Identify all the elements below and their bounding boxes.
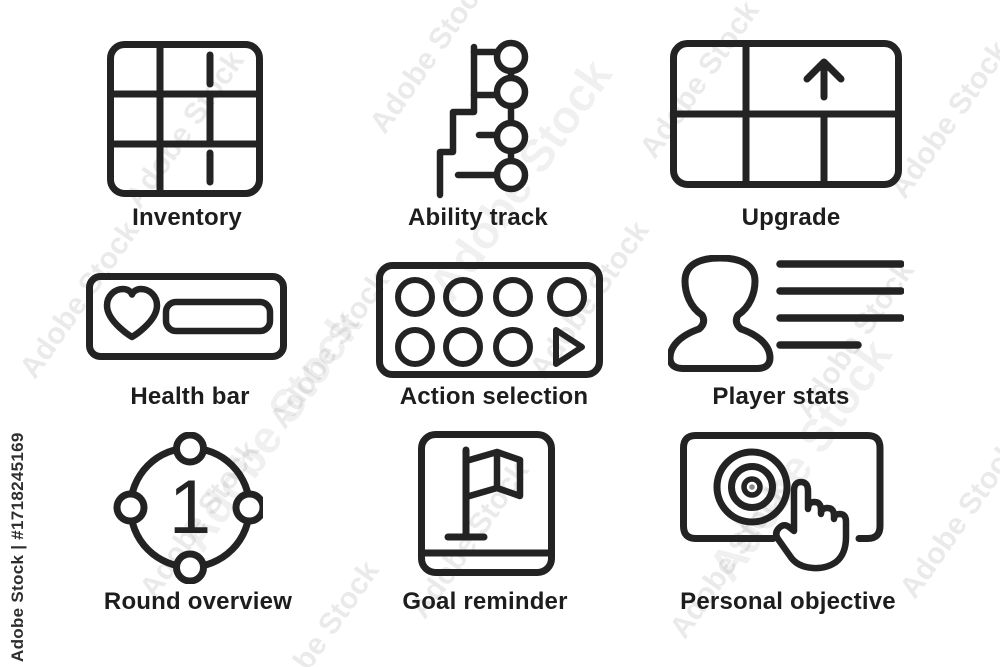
round-overview-icon: 1 [113,432,263,584]
goal-reminder-icon [418,431,555,576]
round-overview-label: Round overview [103,588,293,615]
ability-track-label: Ability track [408,204,548,231]
action-selection-label: Action selection [399,383,589,410]
ability-track-icon [436,39,529,199]
personal-objective-label: Personal objective [680,588,896,615]
player-stats-icon [668,255,904,372]
personal-objective-icon [680,432,884,572]
inventory-label: Inventory [132,204,242,231]
round-number: 1 [169,465,211,550]
health-bar-icon [86,273,287,360]
stock-id-watermark: Adobe Stock | #1718245169 [8,432,27,662]
adobe-stock-watermark: Adobe Stock [893,435,1000,605]
player-stats-label: Player stats [712,383,850,410]
upgrade-icon [670,40,902,188]
action-selection-icon [376,262,603,378]
upgrade-label: Upgrade [741,204,841,231]
inventory-icon [107,41,263,197]
goal-reminder-label: Goal reminder [402,588,568,615]
health-bar-label: Health bar [130,383,250,410]
